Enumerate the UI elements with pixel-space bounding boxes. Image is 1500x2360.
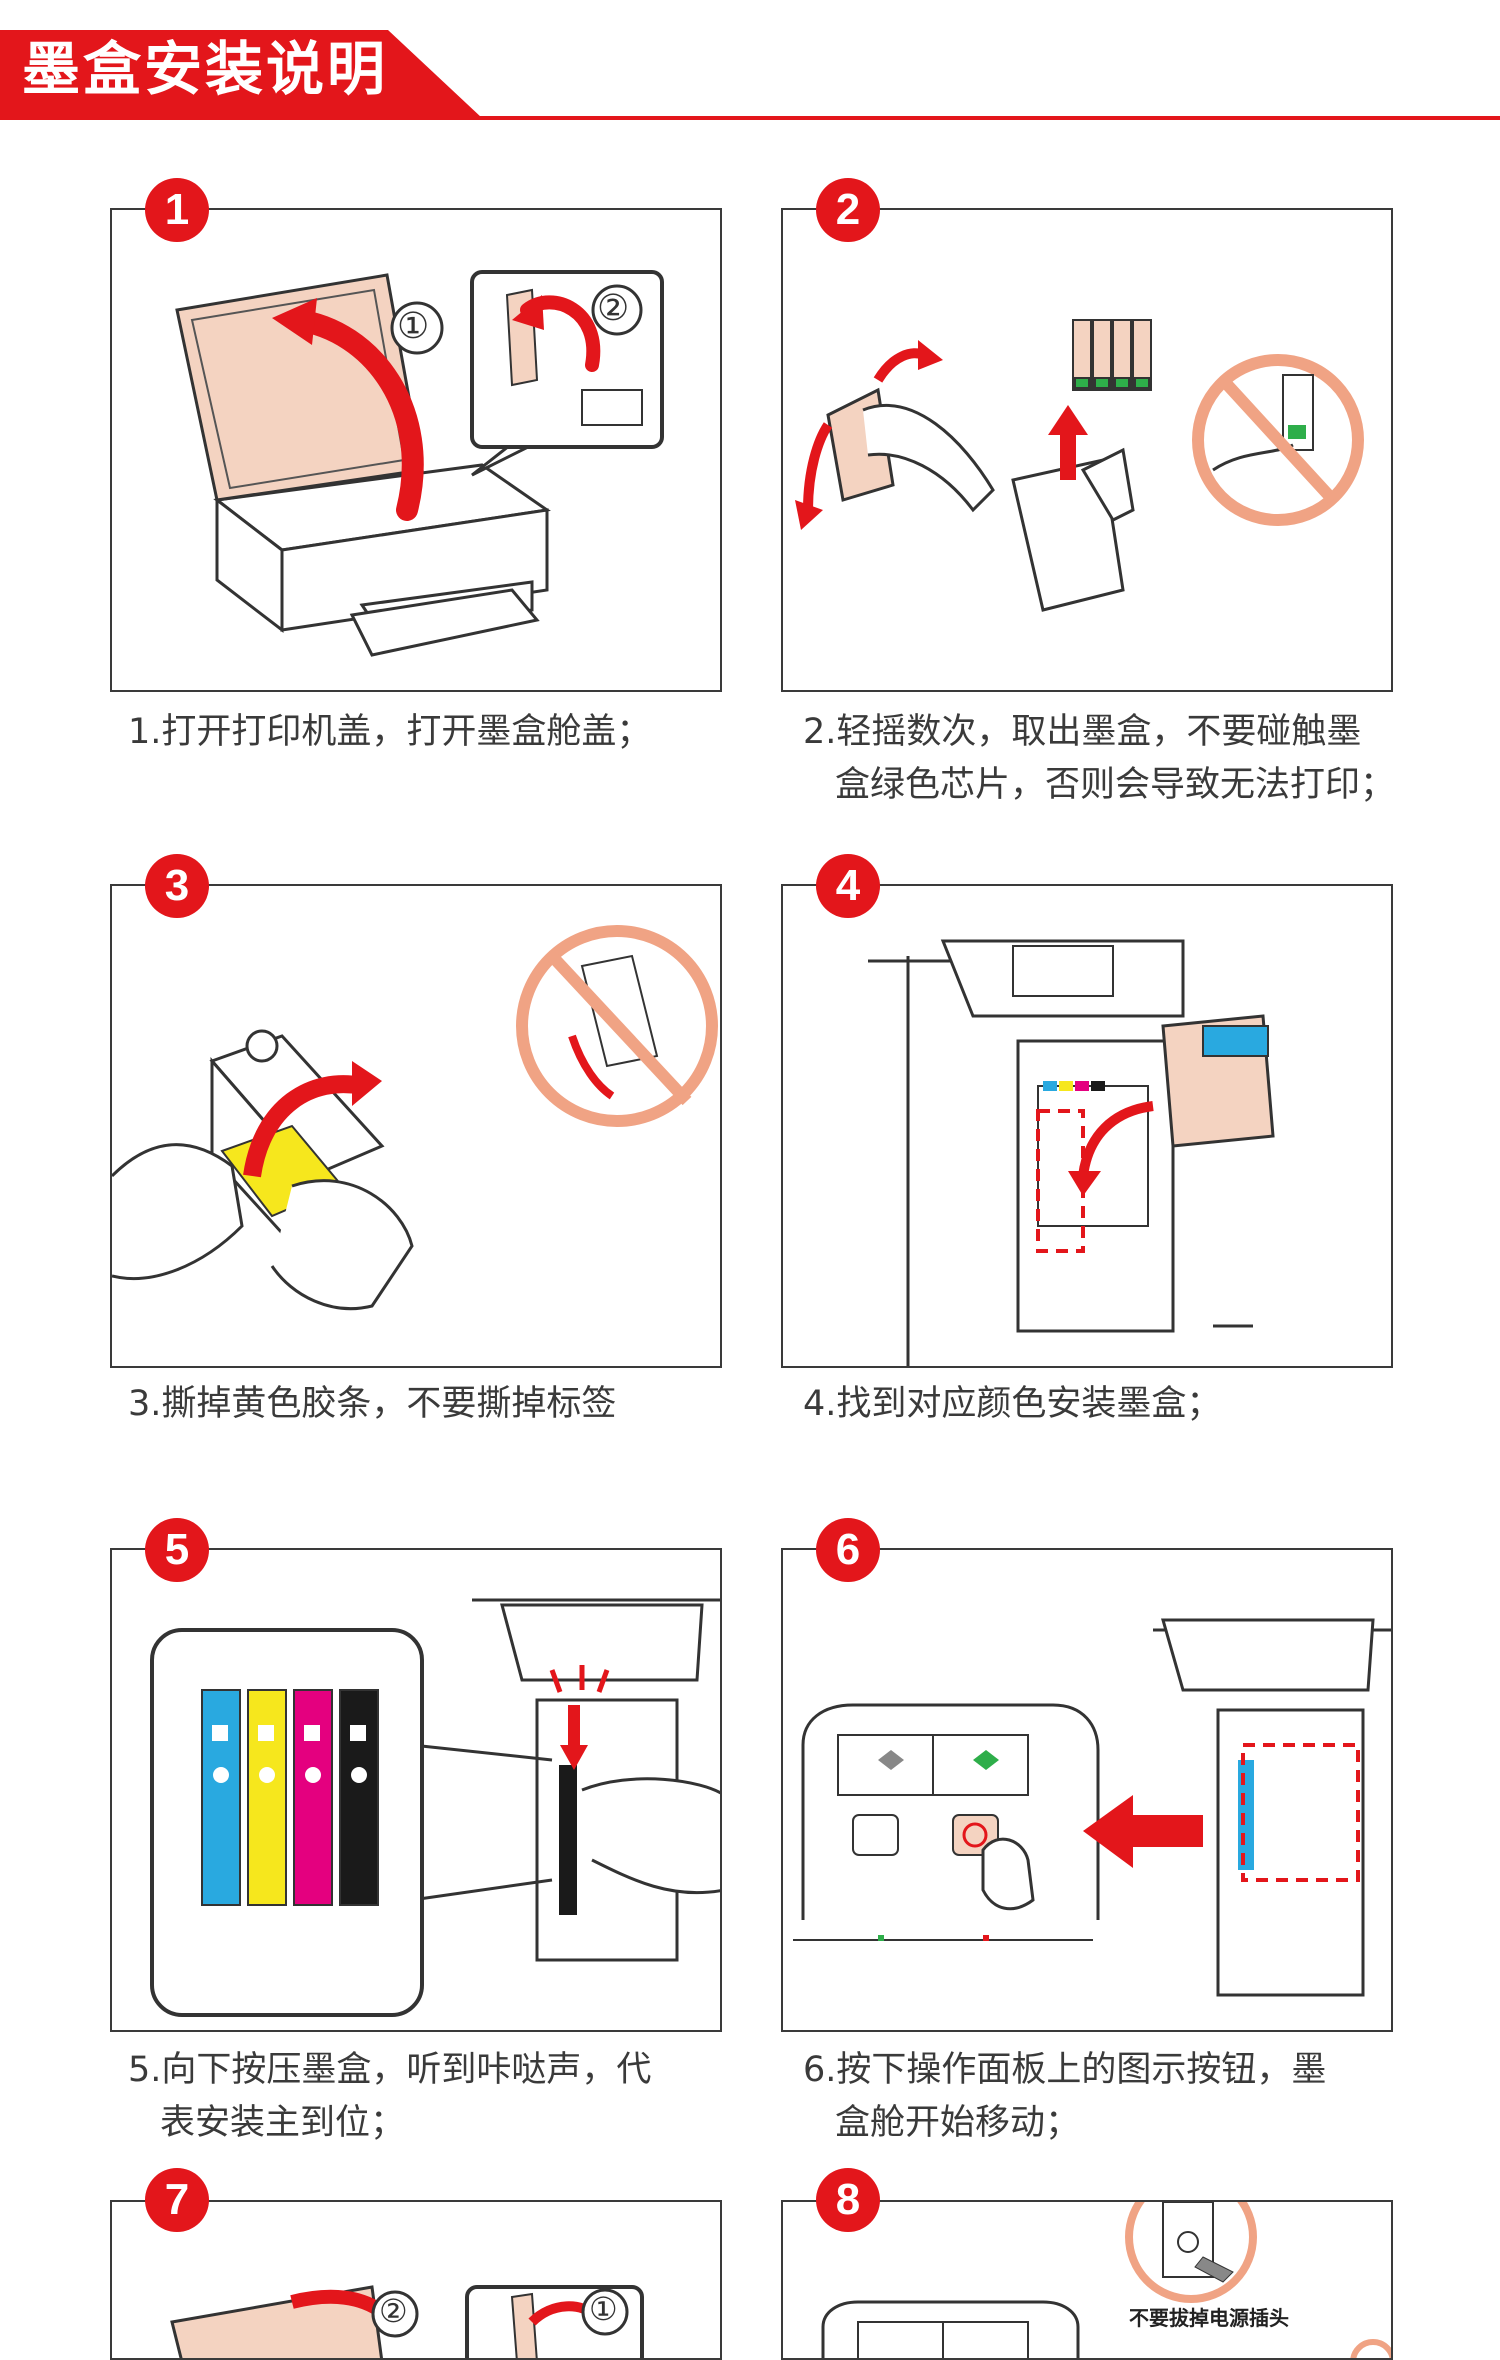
step-6-illustration <box>783 1550 1393 2032</box>
step-2-caption-line-1: 2.轻摇数次，取出墨盒，不要碰触墨 <box>803 712 1361 752</box>
step-2-caption-line-2: 盒绿色芯片，否则会导致无法打印； <box>803 759 1395 812</box>
callout-2: ② <box>597 288 629 329</box>
step-7-callout-a: ② <box>379 2292 408 2330</box>
step-5-badge: 5 <box>145 1518 209 1582</box>
step-4-card <box>781 884 1393 1368</box>
step-8-card: 不要拔掉电源插头 <box>781 2200 1393 2360</box>
step-5-caption-line-2: 表安装主到位； <box>128 2097 651 2150</box>
step-5-caption: 5.向下按压墨盒，听到咔哒声，代 表安装主到位； <box>128 2044 651 2150</box>
step-6-caption-line-1: 6.按下操作面板上的图示按钮，墨 <box>803 2050 1326 2090</box>
step-2-badge: 2 <box>816 178 880 242</box>
step-6-caption: 6.按下操作面板上的图示按钮，墨 盒舱开始移动； <box>803 2044 1326 2150</box>
step-8-illustration <box>783 2202 1393 2360</box>
step-8-badge: 8 <box>816 2168 880 2232</box>
step-6-card <box>781 1548 1393 2032</box>
step-3-card <box>110 884 722 1368</box>
step-6-caption-line-2: 盒舱开始移动； <box>803 2097 1326 2150</box>
step-7-badge: 7 <box>145 2168 209 2232</box>
step-4-caption: 4.找到对应颜色安装墨盒； <box>803 1378 1221 1431</box>
step-3-badge: 3 <box>145 854 209 918</box>
step-1-illustration <box>112 210 722 692</box>
step-7-card: ② ① <box>110 2200 722 2360</box>
step-5-illustration <box>112 1550 722 2032</box>
step-1-card: ① ② <box>110 208 722 692</box>
step-3-caption: 3.撕掉黄色胶条，不要撕掉标签 <box>128 1378 616 1431</box>
step-7-illustration <box>112 2202 722 2360</box>
step-5-caption-line-1: 5.向下按压墨盒，听到咔哒声，代 <box>128 2050 651 2090</box>
page-title: 墨盒安装说明 <box>22 34 388 104</box>
step-2-caption: 2.轻摇数次，取出墨盒，不要碰触墨 盒绿色芯片，否则会导致无法打印； <box>803 706 1395 812</box>
step-4-badge: 4 <box>816 854 880 918</box>
step-3-caption-line-1: 3.撕掉黄色胶条，不要撕掉标签 <box>128 1384 616 1424</box>
step-7-callout-b: ① <box>589 2290 618 2328</box>
step-1-caption: 1.打开打印机盖，打开墨盒舱盖； <box>128 706 651 759</box>
step-8-note: 不要拔掉电源插头 <box>1129 2302 1289 2331</box>
callout-1: ① <box>397 306 429 347</box>
step-2-illustration <box>783 210 1393 692</box>
step-5-card <box>110 1548 722 2032</box>
step-3-illustration <box>112 886 722 1368</box>
step-2-card <box>781 208 1393 692</box>
step-1-badge: 1 <box>145 178 209 242</box>
step-4-caption-line-1: 4.找到对应颜色安装墨盒； <box>803 1384 1221 1424</box>
step-1-caption-line-1: 1.打开打印机盖，打开墨盒舱盖； <box>128 712 651 752</box>
step-4-illustration <box>783 886 1393 1368</box>
step-6-badge: 6 <box>816 1518 880 1582</box>
